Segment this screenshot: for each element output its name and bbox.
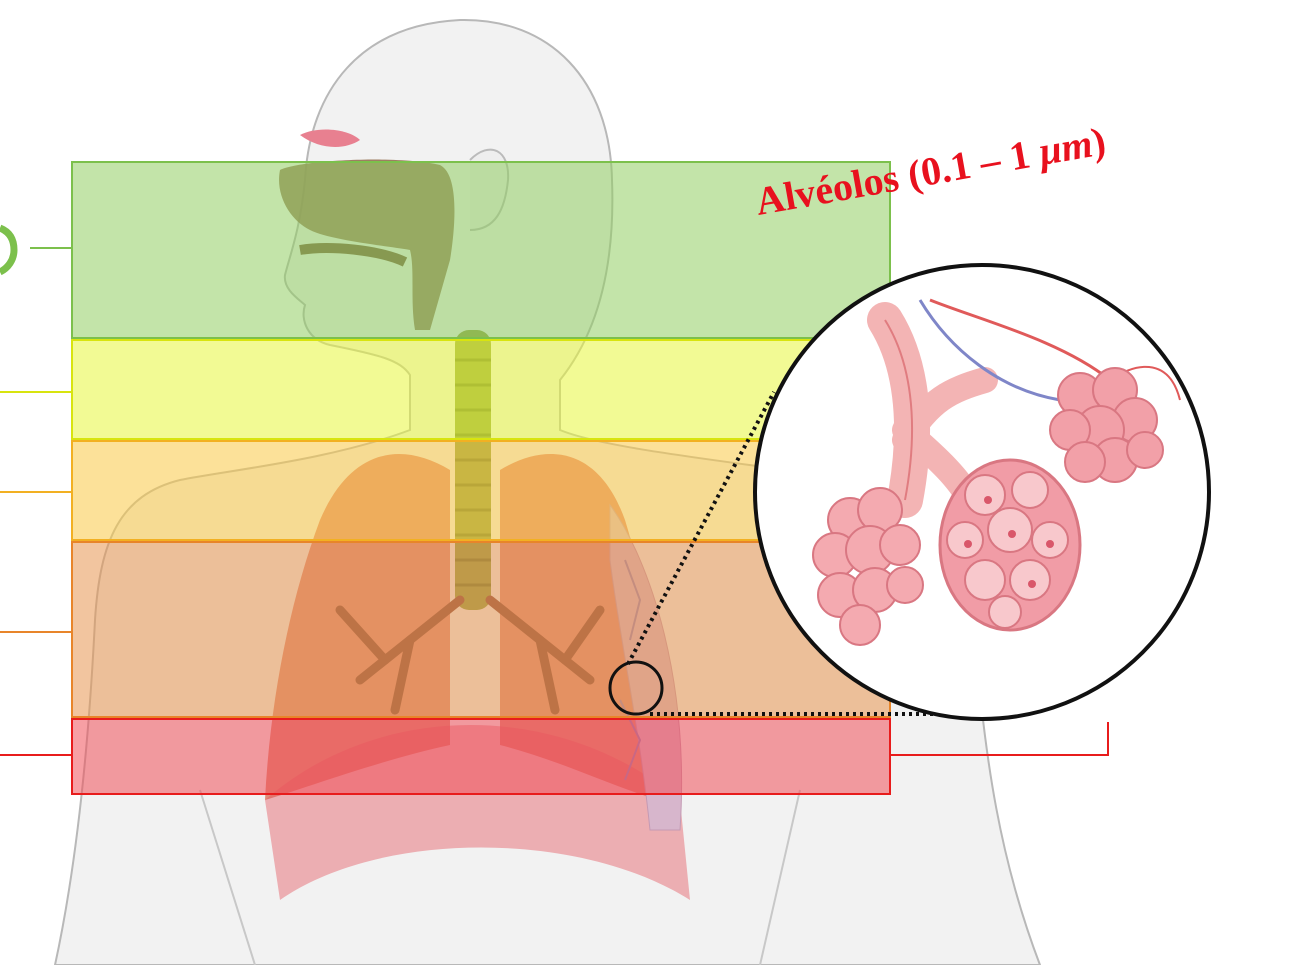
alveolos-label-unit: μm bbox=[1035, 120, 1095, 174]
alveolos-label-size-value: 1 bbox=[1006, 131, 1034, 179]
magnifier-small bbox=[610, 662, 662, 714]
green-marker bbox=[0, 228, 14, 272]
